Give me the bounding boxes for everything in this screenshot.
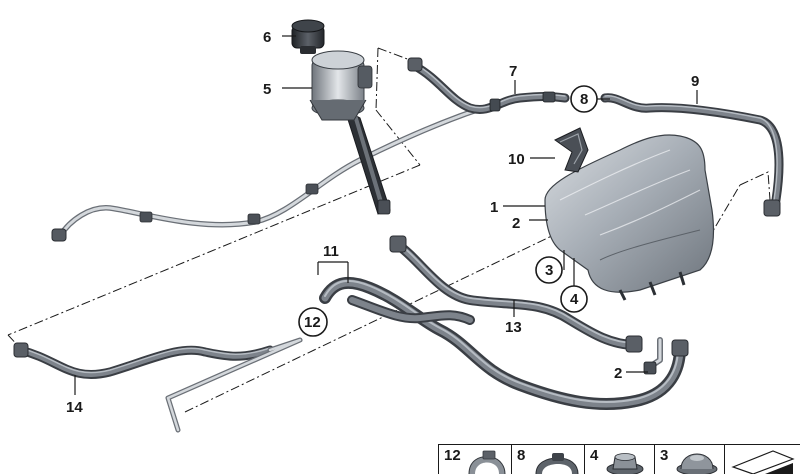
reservoir-5 bbox=[309, 50, 391, 215]
legend-cell-symbol bbox=[725, 445, 800, 474]
callout-9: 9 bbox=[691, 73, 699, 90]
hose-7 bbox=[407, 57, 570, 114]
callout-10: 10 bbox=[508, 151, 525, 168]
callout-3: 3 bbox=[545, 262, 553, 279]
reference-lines bbox=[7, 47, 771, 413]
callout-12-circle bbox=[298, 307, 328, 337]
legend-cell-12: 12 bbox=[439, 445, 512, 474]
legend-cell-3: 3 bbox=[655, 445, 725, 474]
legend-number: 8 bbox=[517, 447, 526, 464]
parts-legend: 12 8 4 3 bbox=[438, 444, 800, 474]
callouts: 6 5 7 8 9 10 1 2 3 4 11 12 13 2 14 bbox=[66, 29, 699, 416]
callout-3-circle bbox=[535, 256, 563, 284]
hose-9 bbox=[600, 93, 784, 217]
expansion-tank-1 bbox=[544, 134, 715, 301]
callout-1: 1 bbox=[490, 199, 498, 216]
callout-13: 13 bbox=[505, 319, 522, 336]
grommet-icon bbox=[606, 453, 644, 474]
legend-number: 4 bbox=[590, 447, 599, 464]
callout-7: 7 bbox=[509, 63, 517, 80]
clamp-icon bbox=[468, 450, 506, 474]
cap-6 bbox=[291, 19, 325, 54]
callout-2a: 2 bbox=[512, 215, 520, 232]
callout-11: 11 bbox=[323, 243, 339, 260]
callout-8: 8 bbox=[580, 91, 588, 108]
sheet-symbol-icon bbox=[731, 450, 795, 474]
connector-2 bbox=[643, 337, 663, 375]
callout-6: 6 bbox=[263, 29, 271, 46]
hose-13 bbox=[389, 235, 643, 353]
legend-cell-8: 8 bbox=[512, 445, 585, 474]
hose-clip-icon bbox=[535, 453, 579, 474]
callout-14: 14 bbox=[66, 399, 83, 416]
callout-8-circle bbox=[570, 85, 598, 113]
rubber-mount-icon bbox=[676, 453, 718, 474]
callout-2b: 2 bbox=[614, 365, 622, 382]
callout-4: 4 bbox=[570, 291, 579, 308]
pipe-14 bbox=[13, 337, 303, 433]
callout-12: 12 bbox=[304, 314, 321, 331]
hose-11 bbox=[319, 276, 689, 410]
callout-5: 5 bbox=[263, 81, 271, 98]
legend-cell-4: 4 bbox=[585, 445, 655, 474]
legend-number: 12 bbox=[444, 447, 461, 464]
legend-number: 3 bbox=[660, 447, 669, 464]
bracket-10 bbox=[554, 127, 589, 173]
callout-4-circle bbox=[560, 285, 588, 313]
rigid-pipe-left bbox=[51, 101, 498, 242]
